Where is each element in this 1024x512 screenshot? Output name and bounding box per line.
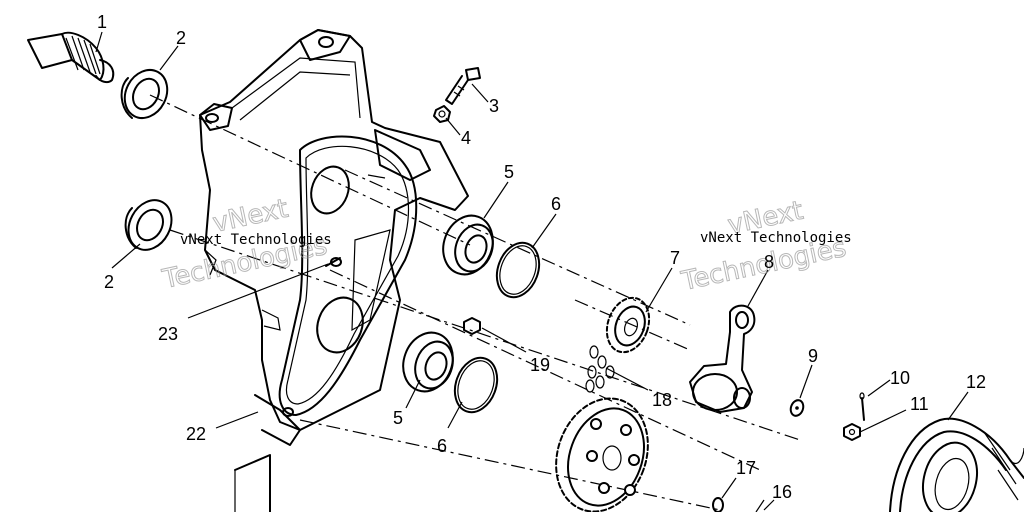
callout-18: 18 bbox=[652, 390, 672, 410]
watermark-left: vNext Technologies vNext Technologies bbox=[159, 193, 332, 295]
callout-5-lower: 5 bbox=[393, 408, 403, 428]
watermark-right: vNext Technologies vNext Technologies bbox=[678, 195, 852, 297]
part-12-cover bbox=[889, 417, 1024, 512]
part-5-bearing-upper bbox=[442, 214, 494, 276]
callout-6-upper: 6 bbox=[551, 194, 561, 214]
watermark-small-right: vNext Technologies bbox=[700, 230, 852, 246]
part-16-fastener bbox=[755, 499, 765, 512]
callout-3: 3 bbox=[489, 96, 499, 116]
callout-labels: 1 2 2 3 4 5 5 6 6 7 8 9 10 11 12 16 17 1… bbox=[97, 12, 986, 502]
part-10-pin bbox=[859, 392, 865, 421]
callout-4: 4 bbox=[461, 128, 471, 148]
part-19-nut bbox=[463, 317, 481, 335]
part-1-splined-shaft bbox=[27, 31, 115, 84]
callout-12: 12 bbox=[966, 372, 986, 392]
part-18-chain bbox=[585, 345, 615, 393]
part-22-chaincase-housing bbox=[199, 29, 469, 512]
large-sprocket bbox=[555, 397, 649, 512]
callout-2-upper: 2 bbox=[176, 28, 186, 48]
callout-8: 8 bbox=[764, 252, 774, 272]
callout-2-lower: 2 bbox=[104, 272, 114, 292]
callout-11: 11 bbox=[910, 394, 929, 414]
center-lines bbox=[149, 94, 801, 511]
leader-lines bbox=[95, 31, 969, 511]
part-9-washer bbox=[789, 399, 805, 417]
callout-16: 16 bbox=[772, 482, 792, 502]
callout-6-lower: 6 bbox=[437, 436, 447, 456]
callout-7: 7 bbox=[670, 248, 680, 268]
callout-10: 10 bbox=[890, 368, 910, 388]
part-2-seal-lower bbox=[124, 199, 173, 251]
part-2-seal-upper bbox=[120, 69, 169, 119]
part-3-bolt bbox=[445, 67, 481, 105]
part-5-bearing-lower bbox=[402, 331, 454, 393]
callout-17: 17 bbox=[736, 458, 756, 478]
callout-1: 1 bbox=[97, 12, 107, 32]
watermark-small-left: vNext Technologies bbox=[180, 232, 332, 248]
callout-23: 23 bbox=[158, 324, 178, 344]
callout-22: 22 bbox=[186, 424, 206, 444]
callout-9: 9 bbox=[808, 346, 818, 366]
part-6-ring-upper bbox=[495, 241, 541, 299]
part-23-pin bbox=[325, 257, 342, 267]
callout-5-upper: 5 bbox=[504, 162, 514, 182]
part-8-tensioner-arm bbox=[689, 304, 756, 413]
part-6-ring-lower bbox=[453, 356, 499, 414]
part-11-nut bbox=[843, 423, 861, 441]
part-7-sprocket bbox=[605, 296, 651, 354]
part-17-fastener bbox=[712, 497, 724, 512]
callout-19: 19 bbox=[530, 355, 550, 375]
